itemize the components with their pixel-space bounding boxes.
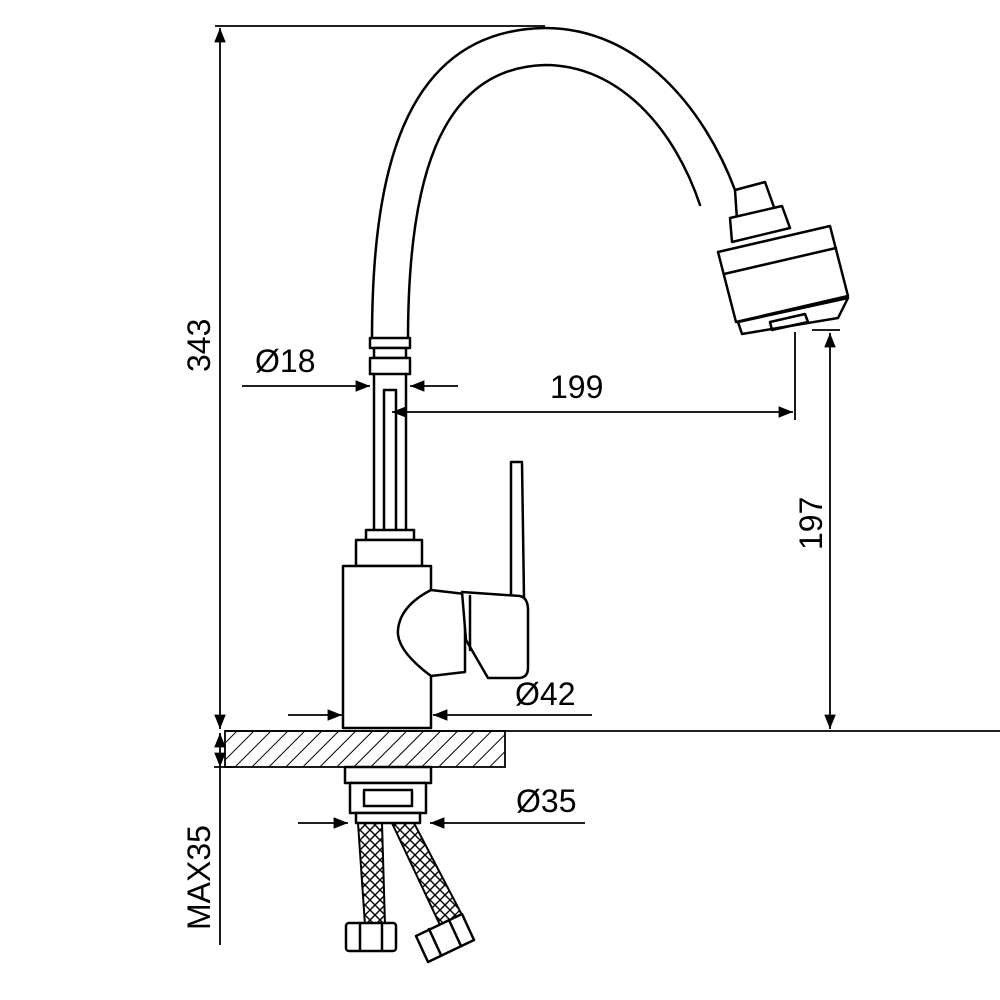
dimension-spout-reach: 199	[392, 332, 796, 420]
dimension-base-diameter: Ø42	[288, 676, 592, 721]
dimension-max-thickness: MAX35	[181, 733, 235, 945]
shank-diameter-label: Ø35	[516, 783, 576, 819]
dimension-shank-diameter: Ø35	[298, 783, 585, 829]
spout-reach-label: 199	[550, 369, 603, 405]
mounting-shank	[343, 765, 433, 825]
lever-handle	[460, 460, 530, 680]
total-height-label: 343	[181, 319, 217, 372]
flexible-spout	[370, 26, 737, 342]
dimension-hose-diameter: Ø18	[242, 343, 458, 392]
dimension-spout-height: 197	[793, 329, 840, 729]
spray-head	[716, 180, 850, 336]
countertop-section	[224, 730, 1000, 768]
hose-diameter-label: Ø18	[255, 343, 315, 379]
faucet-body	[341, 564, 467, 730]
dimension-total-height: 343	[181, 25, 545, 729]
max-thickness-label: MAX35	[181, 825, 217, 930]
spout-tube	[354, 336, 424, 568]
base-diameter-label: Ø42	[515, 676, 575, 712]
spout-height-label: 197	[793, 497, 829, 550]
supply-hoses	[344, 822, 476, 964]
